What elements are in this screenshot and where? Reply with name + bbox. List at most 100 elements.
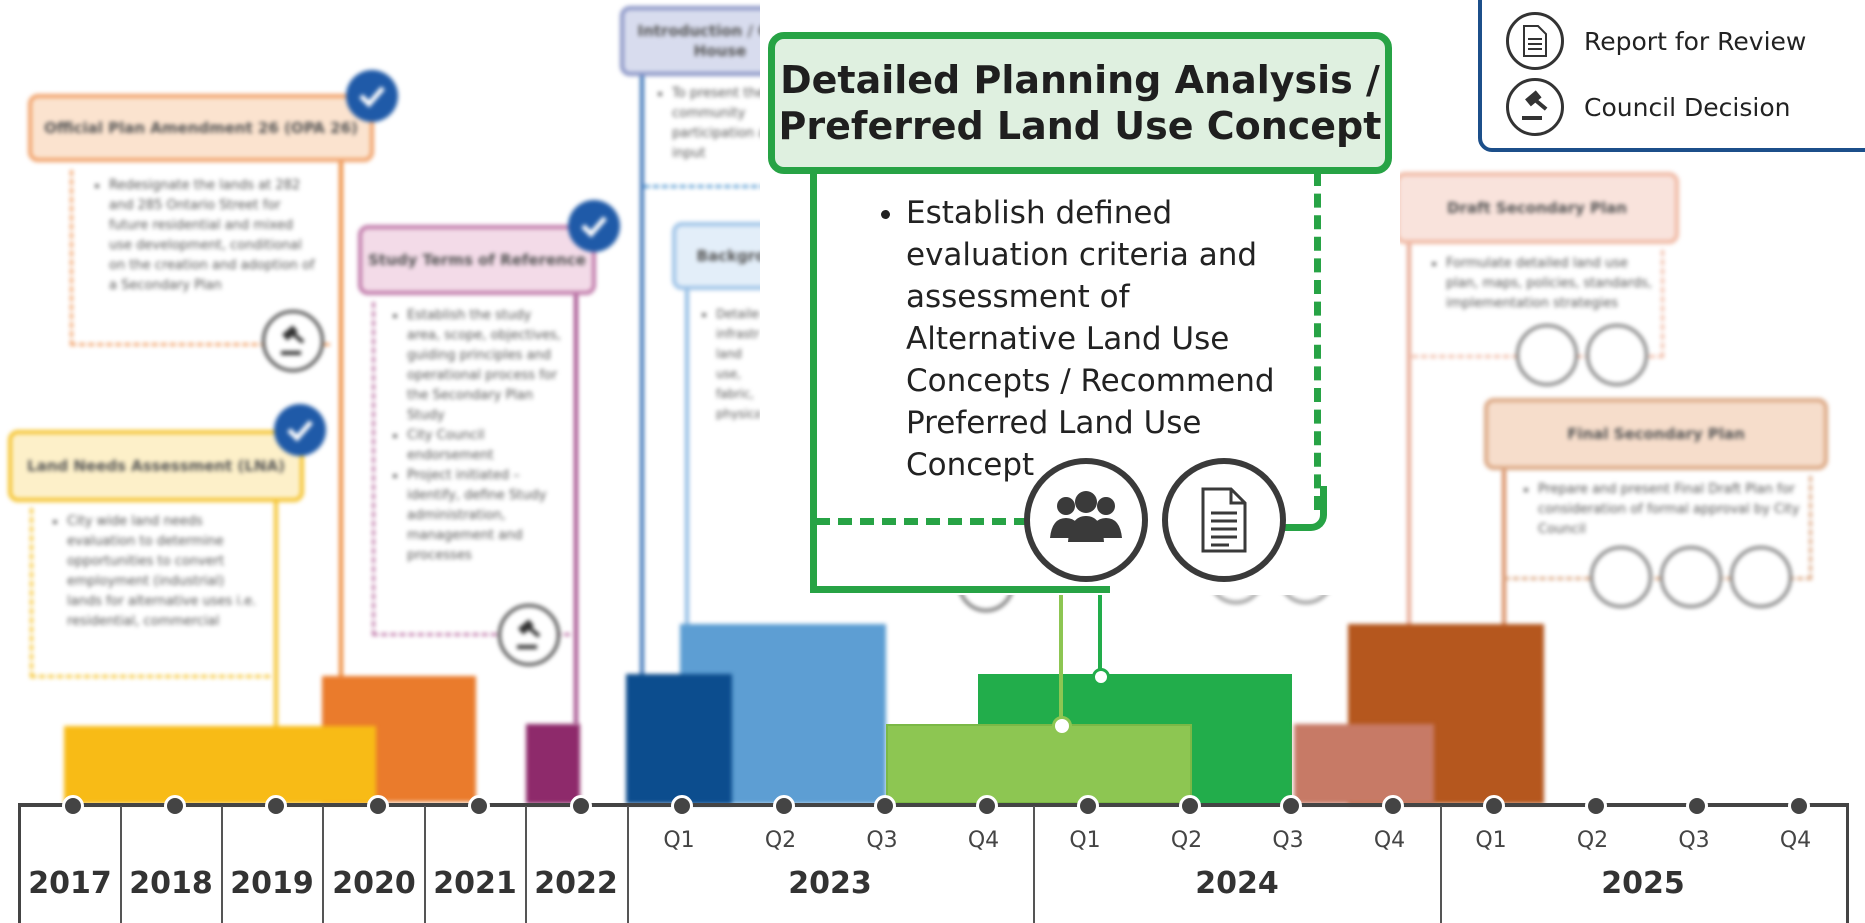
timeline-divider xyxy=(322,806,324,923)
stage-title-final: Final Secondary Plan xyxy=(1567,425,1745,443)
bar-focus-light xyxy=(886,724,1192,804)
quarter-label: Q3 xyxy=(1678,828,1710,853)
quarter-label: Q4 xyxy=(967,828,1000,853)
gavel-icon xyxy=(498,604,560,666)
connector-dot xyxy=(1052,716,1072,736)
stage-card-opa: Official Plan Amendment 26 (OPA 26) xyxy=(28,94,374,162)
year-label: 2017 xyxy=(28,866,112,901)
legend-item-gavel: Council Decision xyxy=(1506,78,1790,136)
focus-left-stem xyxy=(810,170,817,592)
timeline-marker xyxy=(569,795,592,817)
timeline-marker xyxy=(1077,795,1099,817)
checkmark-icon xyxy=(568,200,620,252)
year-label: 2022 xyxy=(534,866,618,901)
stage-desc-intro: To present the community participation a… xyxy=(644,80,784,188)
checkmark-icon xyxy=(346,70,398,122)
bar-draft xyxy=(1294,724,1434,804)
legend-label-gavel: Council Decision xyxy=(1584,92,1791,122)
community-icon xyxy=(1590,546,1652,608)
quarter-label: Q2 xyxy=(764,828,797,853)
gavel-icon xyxy=(262,310,324,372)
report-icon xyxy=(1162,458,1286,582)
stage-desc-tor: Establish the study area, scope, objecti… xyxy=(372,302,570,636)
timeline-marker xyxy=(1787,795,1810,817)
quarter-label: Q4 xyxy=(1373,828,1406,853)
stage-card-draft: Draft Secondary Plan xyxy=(1395,172,1679,244)
axis-right-edge xyxy=(1846,803,1849,923)
quarter-label: Q4 xyxy=(1779,828,1812,853)
connector-dot xyxy=(1092,668,1110,686)
stage-title-lna: Land Needs Assessment (LNA) xyxy=(27,457,285,475)
focus-stage-description: Establish defined evaluation criteria an… xyxy=(878,192,1298,486)
timeline-marker xyxy=(1381,795,1404,817)
focus-title-line1: Detailed Planning Analysis / xyxy=(780,58,1380,102)
timeline-divider xyxy=(1033,806,1035,923)
timeline-marker xyxy=(671,795,693,817)
report-icon xyxy=(1660,546,1722,608)
year-label: 2021 xyxy=(433,866,517,901)
connector-line xyxy=(1059,590,1063,726)
report-icon xyxy=(1586,324,1648,386)
gavel-icon xyxy=(1506,78,1564,136)
focus-dashed-left xyxy=(816,518,1028,525)
year-label: 2025 xyxy=(1601,866,1685,901)
timeline-marker xyxy=(1584,795,1607,817)
gavel-icon xyxy=(1730,546,1792,608)
stage-desc-lna: City wide land needs evaluation to deter… xyxy=(30,508,270,678)
bar-intro xyxy=(626,674,732,804)
focus-bullet: Establish defined evaluation criteria an… xyxy=(906,192,1298,486)
timeline-marker xyxy=(366,795,389,817)
quarter-label: Q3 xyxy=(1272,828,1304,853)
timeline-marker xyxy=(975,795,998,817)
timeline-marker xyxy=(772,795,795,817)
quarter-label: Q1 xyxy=(663,828,695,853)
report-icon xyxy=(1506,12,1564,70)
timeline-divider xyxy=(627,806,629,923)
year-label: 2024 xyxy=(1195,866,1279,901)
stage-card-final: Final Secondary Plan xyxy=(1484,398,1828,470)
axis-left-edge xyxy=(18,803,21,923)
quarter-label: Q2 xyxy=(1170,828,1203,853)
quarter-label: Q2 xyxy=(1576,828,1609,853)
timeline-marker xyxy=(1483,795,1505,817)
timeline-marker xyxy=(468,795,490,817)
stage-desc-final: Prepare and present Final Draft Plan for… xyxy=(1504,476,1812,580)
focus-dashed-right xyxy=(1314,172,1321,510)
timeline-divider xyxy=(221,806,223,923)
stage-card-tor: Study Terms of Reference xyxy=(358,225,596,295)
stage-card-lna: Land Needs Assessment (LNA) xyxy=(8,430,304,502)
timeline-marker xyxy=(1280,795,1302,817)
quarter-label: Q1 xyxy=(1069,828,1101,853)
quarter-label: Q1 xyxy=(1475,828,1507,853)
focus-title-line2: Preferred Land Use Concept xyxy=(778,104,1382,148)
timeline-divider xyxy=(1440,806,1442,923)
legend-label-report: Report for Review xyxy=(1584,26,1807,56)
timeline-divider xyxy=(525,806,527,923)
connector-line xyxy=(1098,590,1102,676)
timeline-divider xyxy=(424,806,426,923)
stage-desc-background: Detailed infrastructure, land use, fabri… xyxy=(690,300,760,420)
legend-item-report: Report for Review xyxy=(1506,12,1806,70)
timeline-marker xyxy=(265,795,287,817)
year-label: 2020 xyxy=(332,866,416,901)
legend: Report for Review Council Decision xyxy=(1478,0,1865,152)
year-label: 2018 xyxy=(129,866,213,901)
timeline-marker xyxy=(874,795,896,817)
stage-title-draft: Draft Secondary Plan xyxy=(1447,199,1627,217)
timeline-marker xyxy=(1686,795,1708,817)
bar-tor xyxy=(526,724,580,804)
year-label: 2019 xyxy=(230,866,314,901)
community-icon xyxy=(1024,458,1148,582)
community-icon xyxy=(1516,324,1578,386)
axis-line xyxy=(18,803,1848,807)
stage-desc-opa: Redesignate the lands at 282 and 285 Ont… xyxy=(70,170,330,346)
stage-title-tor: Study Terms of Reference xyxy=(368,251,586,269)
timeline-marker xyxy=(1178,795,1201,817)
timeline-marker xyxy=(163,795,186,817)
focus-bottom-line xyxy=(810,586,1110,593)
focus-dashed-corner xyxy=(1280,486,1327,531)
focus-stage-title: Detailed Planning Analysis / Preferred L… xyxy=(768,32,1392,174)
timeline-divider xyxy=(120,806,122,923)
checkmark-icon xyxy=(274,404,326,456)
timeline-marker xyxy=(62,795,84,817)
